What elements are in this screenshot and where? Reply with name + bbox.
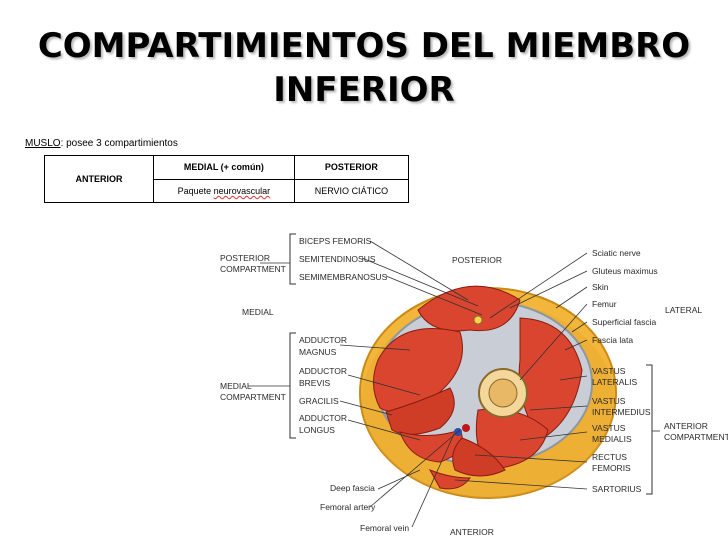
title-line-2: INFERIOR (273, 70, 455, 110)
label-medial: MEDIAL (242, 307, 274, 317)
label-adductor-longus-1: ADDUCTOR (299, 413, 347, 423)
label-medial-compartment-1: MEDIAL (220, 381, 252, 391)
label-skin: Skin (592, 282, 609, 292)
compartments-table: ANTERIOR MEDIAL (+ común) POSTERIOR Paqu… (44, 155, 410, 203)
label-rectus-femoris-2: FEMORIS (592, 463, 631, 473)
label-gracilis: GRACILIS (299, 396, 339, 406)
label-vastus-intermedius-1: VASTUS (592, 396, 626, 406)
label-adductor-brevis-2: BREVIS (299, 378, 331, 388)
sciatic-nerve-dot (473, 315, 483, 325)
label-superficial-fascia: Superficial fascia (592, 317, 657, 327)
cell-medial-header: MEDIAL (+ común) (153, 155, 295, 180)
rectus-femoris-shape (452, 437, 506, 477)
label-adductor-brevis-1: ADDUCTOR (299, 366, 347, 376)
intro-term: MUSLO (25, 138, 61, 149)
intro-text: MUSLO: posee 3 compartimientos (25, 138, 178, 149)
slide-title: COMPARTIMIENTOS DEL MIEMBRO INFERIOR (0, 24, 728, 112)
sartorius-shape (428, 469, 471, 490)
title-line-1: COMPARTIMIENTOS DEL MIEMBRO (37, 26, 691, 66)
label-femoral-artery: Femoral artery (320, 502, 376, 512)
label-posterior-compartment-2: COMPARTMENT (220, 264, 286, 274)
label-vastus-medialis-2: MEDIALIS (592, 434, 632, 444)
label-adductor-magnus-2: MAGNUS (299, 347, 337, 357)
label-semitendinosus: SEMITENDINOSUS (299, 254, 376, 264)
label-sciatic-nerve: Sciatic nerve (592, 248, 641, 258)
brackets (289, 233, 653, 495)
label-anterior-compartment-1: ANTERIOR (664, 421, 708, 431)
femoral-artery-dot (462, 424, 470, 432)
cell-anterior: ANTERIOR (44, 155, 154, 203)
label-sartorius: SARTORIUS (592, 484, 642, 494)
label-lateral: LATERAL (665, 305, 702, 315)
femur-marrow (488, 378, 518, 408)
label-vastus-lateralis-2: LATERALIS (592, 377, 638, 387)
label-gluteus-maximus: Gluteus maximus (592, 266, 658, 276)
label-adductor-magnus-1: ADDUCTOR (299, 335, 347, 345)
label-fascia-lata: Fascia lata (592, 335, 633, 345)
cell-medial-value: Paquete neurovascular (153, 178, 295, 203)
label-adductor-longus-2: LONGUS (299, 425, 335, 435)
cell-posterior-value: NERVIO CIÁTICO (293, 178, 410, 203)
label-vastus-intermedius-2: INTERMEDIUS (592, 407, 651, 417)
label-semimembranosus: SEMIMEMBRANOSUS (299, 272, 388, 282)
leader-lines (248, 240, 660, 528)
label-posterior-compartment-1: POSTERIOR (220, 253, 270, 263)
intro-desc: : posee 3 compartimientos (60, 138, 178, 149)
label-vastus-lateralis-1: VASTUS (592, 366, 626, 376)
medial-value-a: Paquete (177, 185, 214, 196)
label-biceps-femoris: BICEPS FEMORIS (299, 236, 372, 246)
label-anterior: ANTERIOR (450, 527, 494, 537)
label-posterior: POSTERIOR (452, 255, 502, 265)
label-femoral-vein: Femoral vein (360, 523, 409, 533)
label-medial-compartment-2: COMPARTMENT (220, 392, 286, 402)
cell-posterior-header: POSTERIOR (293, 155, 410, 180)
label-deep-fascia: Deep fascia (330, 483, 375, 493)
label-anterior-compartment-2: COMPARTMENT (664, 432, 728, 442)
label-rectus-femoris-1: RECTUS (592, 452, 627, 462)
medial-value-b: neurovascular (213, 185, 271, 196)
label-femur: Femur (592, 299, 617, 309)
label-vastus-medialis-1: VASTUS (592, 423, 626, 433)
